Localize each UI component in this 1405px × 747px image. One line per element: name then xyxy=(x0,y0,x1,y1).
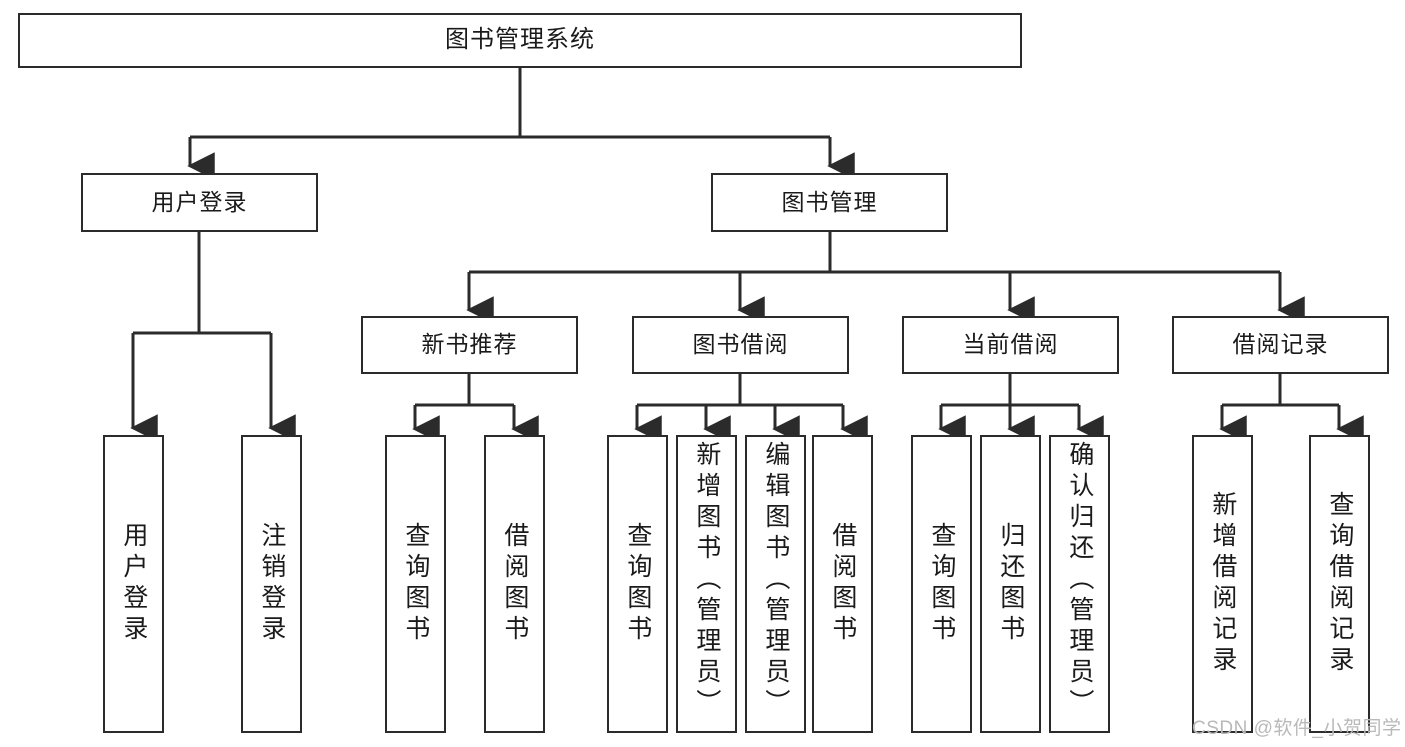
node-book-management[interactable]: 图书管理 xyxy=(711,173,948,232)
node-book-borrow[interactable]: 图书借阅 xyxy=(632,316,849,374)
leaf-label: 确认归还（管理员） xyxy=(1065,441,1094,720)
leaf-borrow-record-add[interactable]: 新增借阅记录 xyxy=(1192,435,1253,733)
leaf-current-borrow-query[interactable]: 查询图书 xyxy=(911,435,972,733)
leaf-label: 注销登录 xyxy=(257,522,286,646)
node-root-system[interactable]: 图书管理系统 xyxy=(18,13,1022,68)
node-label: 当前借阅 xyxy=(962,331,1059,358)
leaf-new-book-borrow[interactable]: 借阅图书 xyxy=(484,435,545,733)
watermark-text: CSDN @软件_小贺同学 xyxy=(1192,718,1402,739)
leaf-current-borrow-confirm-return[interactable]: 确认归还（管理员） xyxy=(1049,435,1110,733)
node-label: 用户登录 xyxy=(151,188,248,215)
node-label: 图书借阅 xyxy=(692,331,789,358)
leaf-user-login-login[interactable]: 用户登录 xyxy=(103,435,164,733)
node-label: 借阅记录 xyxy=(1232,331,1329,358)
leaf-new-book-query[interactable]: 查询图书 xyxy=(385,435,446,733)
leaf-label: 查询借阅记录 xyxy=(1325,491,1354,677)
node-borrow-record[interactable]: 借阅记录 xyxy=(1172,316,1389,374)
leaf-borrow-record-query[interactable]: 查询借阅记录 xyxy=(1309,435,1370,733)
leaf-user-login-logout[interactable]: 注销登录 xyxy=(241,435,302,733)
leaf-book-borrow-add[interactable]: 新增图书（管理员） xyxy=(676,435,737,733)
leaf-label: 用户登录 xyxy=(119,522,148,646)
leaf-book-borrow-edit[interactable]: 编辑图书（管理员） xyxy=(745,435,806,733)
leaf-book-borrow-query[interactable]: 查询图书 xyxy=(607,435,668,733)
node-label: 图书管理 xyxy=(781,188,878,215)
node-label: 图书管理系统 xyxy=(445,26,595,54)
node-current-borrow[interactable]: 当前借阅 xyxy=(902,316,1119,374)
leaf-label: 编辑图书（管理员） xyxy=(761,441,790,720)
node-label: 新书推荐 xyxy=(421,331,518,358)
leaf-label: 归还图书 xyxy=(996,522,1025,646)
leaf-label: 借阅图书 xyxy=(500,522,529,646)
node-user-login[interactable]: 用户登录 xyxy=(81,173,318,232)
leaf-label: 查询图书 xyxy=(623,522,652,646)
leaf-label: 借阅图书 xyxy=(828,522,857,646)
leaf-book-borrow-borrow[interactable]: 借阅图书 xyxy=(812,435,873,733)
leaf-label: 新增图书（管理员） xyxy=(692,441,721,720)
leaf-current-borrow-return[interactable]: 归还图书 xyxy=(980,435,1041,733)
leaf-label: 查询图书 xyxy=(401,522,430,646)
leaf-label: 查询图书 xyxy=(927,522,956,646)
node-new-book-recommend[interactable]: 新书推荐 xyxy=(361,316,578,374)
leaf-label: 新增借阅记录 xyxy=(1208,491,1237,677)
